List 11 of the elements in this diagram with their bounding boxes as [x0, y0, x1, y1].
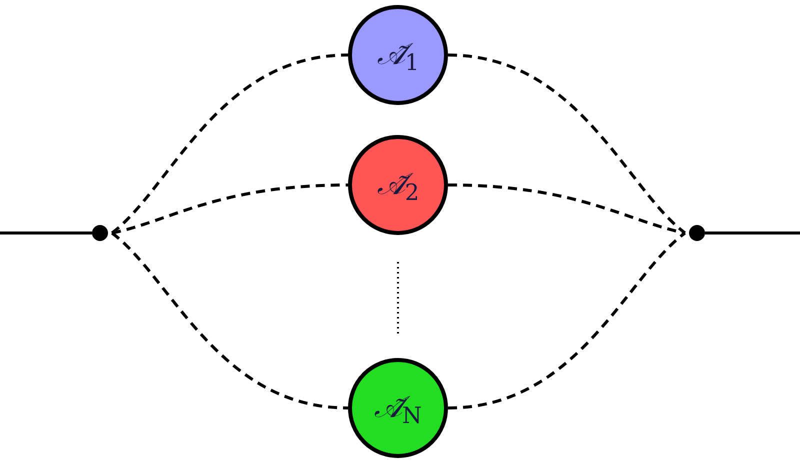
line — [705, 232, 800, 234]
node-label: 𝒜̃$_{2}$ — [376, 170, 420, 200]
node-label: 𝒜̃$_{N}$ — [374, 393, 422, 423]
dashed-connector — [448, 232, 686, 410]
node-label: 𝒜̃$_{1}$ — [376, 40, 420, 70]
dashed-connector — [112, 184, 348, 234]
dashed-connector — [448, 184, 686, 234]
dashed-connector — [448, 54, 686, 234]
dashed-connector — [111, 232, 348, 410]
dashed-connector — [111, 54, 348, 234]
line — [0, 232, 92, 234]
